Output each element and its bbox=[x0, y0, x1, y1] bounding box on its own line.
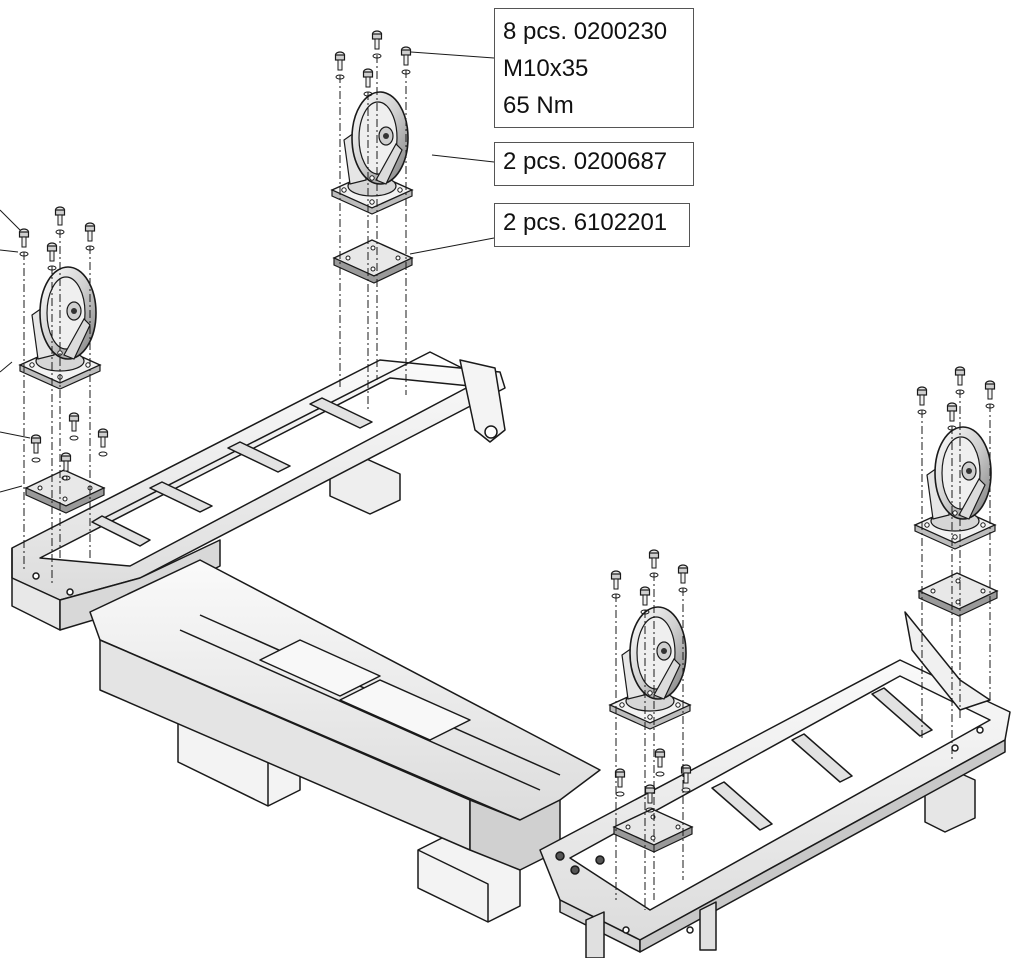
fastener-qty-text: 8 pcs. 0200230 bbox=[503, 18, 668, 45]
chassis-frame bbox=[11, 351, 1011, 958]
castor-right-center bbox=[609, 606, 691, 730]
alignment-lines bbox=[23, 55, 991, 910]
leader-lines bbox=[0, 51, 495, 493]
castor-far-right bbox=[914, 426, 996, 550]
plate-label-text: 2 pcs. 6102201 bbox=[503, 209, 668, 236]
fastener-size-text: M10x35 bbox=[503, 55, 589, 82]
callout-castors: 2 pcs. 0200687 bbox=[494, 142, 694, 186]
fastener-torque-text: 65 Nm bbox=[503, 92, 574, 119]
castor-label-text: 2 pcs. 0200687 bbox=[503, 148, 668, 175]
callout-plates: 2 pcs. 6102201 bbox=[494, 203, 690, 247]
plate-far-right bbox=[918, 572, 998, 617]
castor-top-center bbox=[331, 91, 413, 215]
plate-top-center bbox=[333, 239, 413, 284]
callout-fasteners: 8 pcs. 0200230 M10x35 65 Nm bbox=[494, 8, 694, 128]
